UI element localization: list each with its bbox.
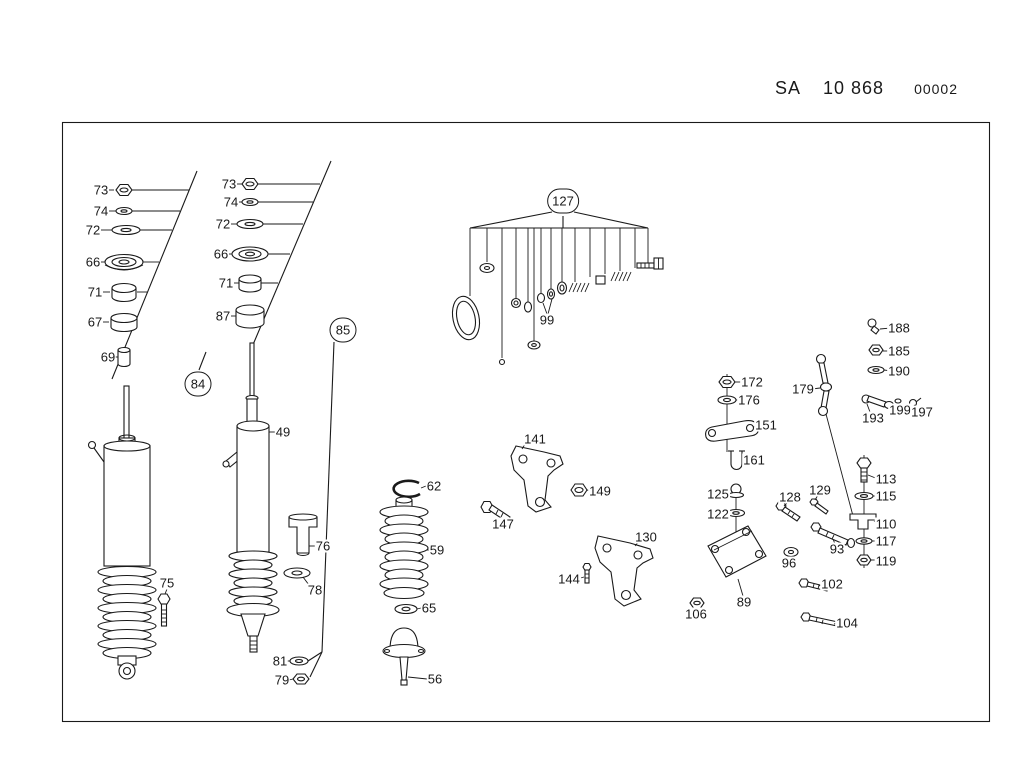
part-label-75: 75 xyxy=(158,575,176,591)
figure-code: SA 10 868 00002 xyxy=(775,78,958,99)
ball-stud-188 xyxy=(867,318,880,335)
mount-stack-right xyxy=(231,177,269,329)
part-label-59: 59 xyxy=(428,542,446,558)
part-label-74: 74 xyxy=(222,194,240,210)
part-label-74: 74 xyxy=(92,203,110,219)
part-label-172: 172 xyxy=(740,374,764,390)
link-193-cluster xyxy=(861,394,922,410)
part-label-87: 87 xyxy=(214,308,232,324)
bolt-113 xyxy=(856,457,872,483)
mount-stack-left xyxy=(104,183,144,368)
part-label-149: 149 xyxy=(588,483,612,499)
part-label-115: 115 xyxy=(874,488,898,504)
part-label-49: 49 xyxy=(274,424,292,440)
part-label-130: 130 xyxy=(634,529,658,545)
part-label-56: 56 xyxy=(426,671,444,687)
link-179 xyxy=(815,353,833,417)
bolt-144 xyxy=(582,562,592,584)
part-label-128: 128 xyxy=(778,489,802,505)
group-callout-127: 127 xyxy=(547,188,579,214)
mount-89 xyxy=(707,525,767,578)
part-label-73: 73 xyxy=(220,176,238,192)
bolt-75 xyxy=(157,593,171,627)
part-label-66: 66 xyxy=(84,254,102,270)
part-label-96: 96 xyxy=(780,555,798,571)
part-label-185: 185 xyxy=(887,343,911,359)
figure-number: 10 868 xyxy=(823,78,885,98)
kit-127-lines xyxy=(469,211,649,358)
catalog-prefix: SA xyxy=(775,78,802,98)
part-label-161: 161 xyxy=(742,452,766,468)
part-label-102: 102 xyxy=(820,576,844,592)
shock-absorber-49 xyxy=(222,342,280,653)
bump-stop-76 xyxy=(288,513,318,556)
part-label-129: 129 xyxy=(808,482,832,498)
part-label-125: 125 xyxy=(706,486,730,502)
nut-79 xyxy=(292,673,310,685)
bolt-93 xyxy=(810,522,856,549)
part-label-199: 199 xyxy=(888,402,912,418)
bolt-129 xyxy=(809,498,829,515)
part-label-71: 71 xyxy=(86,284,104,300)
washer-122 xyxy=(726,508,746,518)
part-label-78: 78 xyxy=(306,582,324,598)
figure-suffix: 00002 xyxy=(914,81,959,97)
part-label-110: 110 xyxy=(874,516,898,532)
part-label-122: 122 xyxy=(706,506,730,522)
diagram-frame xyxy=(61,121,991,723)
part-label-81: 81 xyxy=(271,653,289,669)
part-label-65: 65 xyxy=(420,600,438,616)
part-label-69: 69 xyxy=(99,349,117,365)
boot-59 xyxy=(379,496,429,600)
bracket-141 xyxy=(510,445,564,513)
part-label-72: 72 xyxy=(84,222,102,238)
clip-110 xyxy=(849,513,877,530)
part-label-193: 193 xyxy=(861,410,885,426)
bracket-130 xyxy=(594,535,654,607)
part-label-93: 93 xyxy=(828,541,846,557)
part-label-188: 188 xyxy=(887,320,911,336)
kit-127-parts xyxy=(451,257,664,366)
part-label-104: 104 xyxy=(835,615,859,631)
shock-absorber-left xyxy=(87,385,157,680)
part-label-117: 117 xyxy=(874,533,898,549)
part-label-72: 72 xyxy=(214,216,232,232)
part-label-67: 67 xyxy=(86,314,104,330)
bolt-128 xyxy=(775,501,801,522)
part-label-113: 113 xyxy=(874,471,898,487)
part-label-190: 190 xyxy=(887,363,911,379)
part-label-73: 73 xyxy=(92,182,110,198)
part-label-106: 106 xyxy=(684,606,708,622)
group-callout-84: 84 xyxy=(184,371,212,397)
part-label-144: 144 xyxy=(557,571,581,587)
part-label-197: 197 xyxy=(910,404,934,420)
part-label-71: 71 xyxy=(217,275,235,291)
part-label-141: 141 xyxy=(523,431,547,447)
part-label-176: 176 xyxy=(737,392,761,408)
part-label-79: 79 xyxy=(273,672,291,688)
part-label-147: 147 xyxy=(491,516,515,532)
nut-185 xyxy=(868,344,884,356)
part-label-119: 119 xyxy=(874,553,898,569)
washer-78 xyxy=(283,567,311,579)
part-label-62: 62 xyxy=(425,478,443,494)
clip-161 xyxy=(728,450,745,470)
part-label-66: 66 xyxy=(212,246,230,262)
part-label-179: 179 xyxy=(791,381,815,397)
group-callout-85: 85 xyxy=(329,317,357,343)
part-label-89: 89 xyxy=(735,594,753,610)
part-label-76: 76 xyxy=(314,538,332,554)
part-label-99: 99 xyxy=(538,312,556,328)
ball-joint-56 xyxy=(382,627,426,686)
part-label-151: 151 xyxy=(754,417,778,433)
washer-176 xyxy=(717,395,737,405)
ball-stud-125 xyxy=(727,483,745,499)
snap-ring-62 xyxy=(392,479,421,499)
bolt-104 xyxy=(800,612,839,627)
